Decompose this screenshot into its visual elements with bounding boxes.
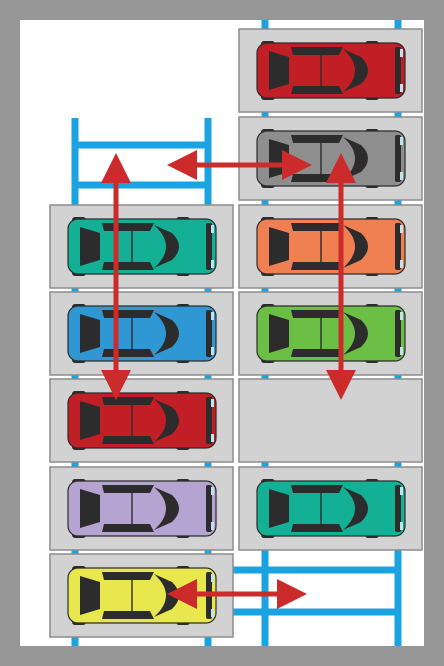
parking-slot [239, 379, 422, 462]
car-headlight [400, 487, 403, 495]
car-headlight [400, 225, 403, 233]
car-headlight [400, 137, 403, 145]
car-side-window [102, 349, 154, 357]
parking-slot [50, 379, 233, 462]
car-headlight [211, 434, 214, 442]
car-side-window [102, 310, 154, 318]
car-rear-window [269, 227, 289, 266]
car-rear-window [80, 576, 100, 615]
parking-slot [239, 205, 422, 288]
car-side-window [102, 397, 154, 405]
car-headlight [211, 609, 214, 617]
car-side-window [102, 572, 154, 580]
car-headlight [211, 399, 214, 407]
car-rear-window [269, 51, 289, 90]
car-rear-window [269, 139, 289, 178]
parking-slot [239, 29, 422, 112]
parking-slot [50, 292, 233, 375]
car [68, 304, 216, 363]
car-side-window [102, 611, 154, 619]
car [68, 217, 216, 276]
car [257, 304, 405, 363]
car-side-window [291, 174, 343, 182]
car-side-window [291, 135, 343, 143]
slot-tray [239, 379, 422, 462]
car-rear-window [80, 489, 100, 528]
car-headlight [400, 172, 403, 180]
car-rear-window [269, 314, 289, 353]
car-side-window [102, 485, 154, 493]
car-side-window [102, 223, 154, 231]
car-side-window [291, 524, 343, 532]
parking-slot [50, 467, 233, 550]
car [68, 391, 216, 450]
car-side-window [291, 47, 343, 55]
car-headlight [211, 225, 214, 233]
parking-slot [239, 117, 422, 200]
car-rear-window [80, 401, 100, 440]
car-headlight [400, 312, 403, 320]
car-side-window [291, 485, 343, 493]
car-rear-window [269, 489, 289, 528]
car [257, 217, 405, 276]
car-side-window [102, 262, 154, 270]
car-headlight [400, 260, 403, 268]
car [257, 479, 405, 538]
car-rear-window [80, 314, 100, 353]
parking-slot [239, 292, 422, 375]
car [68, 479, 216, 538]
car-side-window [291, 223, 343, 231]
car [257, 129, 405, 188]
car-side-window [291, 349, 343, 357]
car-headlight [400, 84, 403, 92]
car-headlight [400, 49, 403, 57]
car-headlight [400, 522, 403, 530]
car-headlight [211, 522, 214, 530]
parking-slot [239, 467, 422, 550]
car-headlight [211, 347, 214, 355]
car-headlight [211, 312, 214, 320]
car-headlight [211, 260, 214, 268]
car-headlight [211, 487, 214, 495]
parking-slot [50, 205, 233, 288]
car-side-window [291, 262, 343, 270]
car-headlight [211, 574, 214, 582]
car-side-window [102, 436, 154, 444]
car-rear-window [80, 227, 100, 266]
car-side-window [102, 524, 154, 532]
car-headlight [400, 347, 403, 355]
car [257, 41, 405, 100]
car-side-window [291, 310, 343, 318]
car-side-window [291, 86, 343, 94]
